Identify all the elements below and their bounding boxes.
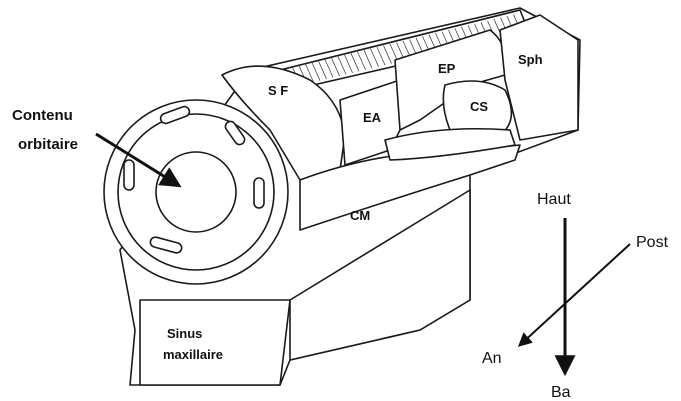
label-sf: S F xyxy=(268,83,288,98)
label-orbitaire: orbitaire xyxy=(18,136,78,153)
label-haut: Haut xyxy=(537,191,571,208)
label-post: Post xyxy=(636,234,669,251)
label-sph: Sph xyxy=(518,52,543,67)
label-cm: CM xyxy=(350,208,370,223)
orientation-compass: Haut Ba Post An xyxy=(482,191,669,401)
label-contenu: Contenu xyxy=(12,107,73,124)
label-ep: EP xyxy=(438,61,456,76)
label-bas: Ba xyxy=(551,384,571,401)
label-sinus: Sinus xyxy=(167,326,202,341)
label-ant: An xyxy=(482,350,502,367)
label-maxillaire: maxillaire xyxy=(163,347,223,362)
oblique-axis-arrow xyxy=(520,244,630,345)
label-cs: CS xyxy=(470,99,488,114)
label-ea: EA xyxy=(363,110,382,125)
orbit xyxy=(104,100,288,284)
